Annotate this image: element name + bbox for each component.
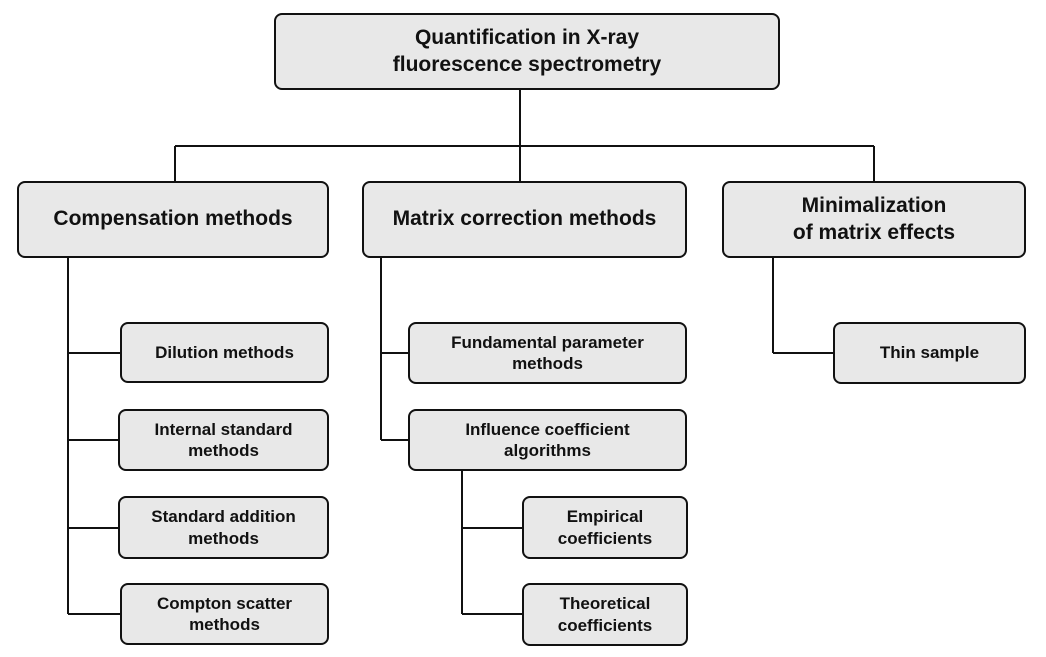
node-fundamental-parameter-methods: Fundamental parameter methods — [408, 322, 687, 384]
node-label: Dilution methods — [155, 342, 294, 362]
root-label: Quantification in X-ray fluorescence spe… — [392, 26, 662, 76]
node-label: Internal standard methods — [154, 419, 293, 460]
node-dilution-methods: Dilution methods — [120, 322, 329, 383]
node-label: Empirical coefficients — [557, 507, 653, 548]
category-label: Minimalization of matrix effects — [792, 194, 956, 244]
node-influence-coefficient-algorithms: Influence coefficient algorithms — [408, 409, 687, 471]
node-label: Compton scatter methods — [156, 593, 293, 634]
node-standard-addition-methods: Standard addition methods — [118, 496, 329, 559]
node-empirical-coefficients: Empirical coefficients — [522, 496, 688, 559]
node-compton-scatter-methods: Compton scatter methods — [120, 583, 329, 645]
category-matrix-correction-methods: Matrix correction methods — [362, 181, 687, 258]
category-compensation-methods: Compensation methods — [17, 181, 329, 258]
node-internal-standard-methods: Internal standard methods — [118, 409, 329, 471]
node-label: Standard addition methods — [151, 507, 296, 548]
node-label: Influence coefficient algorithms — [465, 419, 630, 460]
node-label: Thin sample — [879, 343, 980, 363]
root-node: Quantification in X-ray fluorescence spe… — [274, 13, 780, 90]
node-theoretical-coefficients: Theoretical coefficients — [522, 583, 688, 646]
category-label: Compensation methods — [53, 207, 293, 231]
category-minimalization-of-matrix-effects: Minimalization of matrix effects — [722, 181, 1026, 258]
node-thin-sample: Thin sample — [833, 322, 1026, 384]
node-label: Fundamental parameter methods — [451, 332, 644, 373]
category-label: Matrix correction methods — [392, 207, 657, 231]
node-label: Theoretical coefficients — [557, 594, 653, 635]
